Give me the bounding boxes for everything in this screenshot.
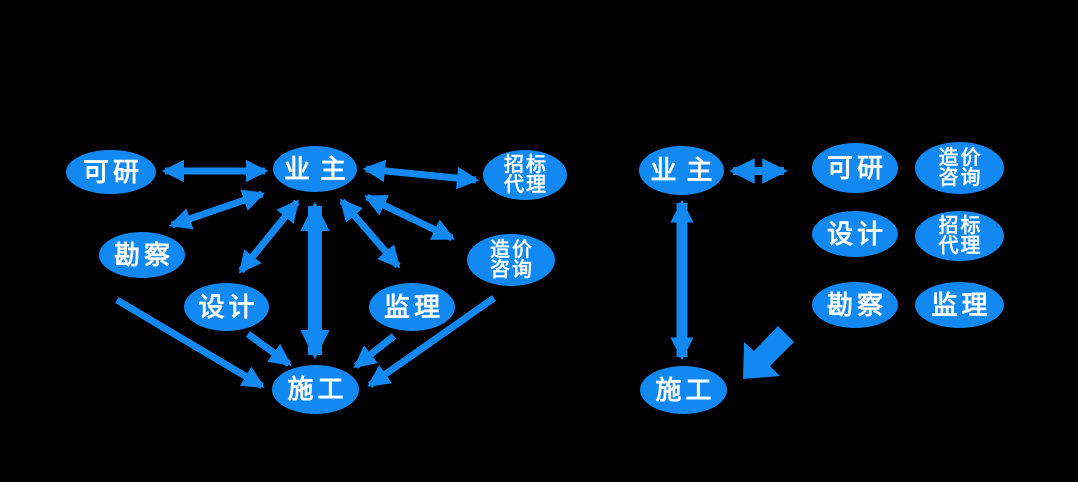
block-arrow-group-shigong: [743, 326, 794, 379]
arrow-left-sheji-shigong: [245, 331, 292, 367]
node-left-jianli: 监理: [369, 283, 455, 331]
arrow-left-jianli-shigong: [353, 333, 397, 369]
node-left-yezhu: 业主: [273, 146, 357, 192]
arrow-left-yezhu-kancha: [168, 189, 266, 230]
node-left-kancha: 勘察: [99, 232, 185, 278]
node-right-zhaobiao-daili: 招标 代理: [915, 211, 1004, 261]
arrow-left-zaojia-shigong: [367, 295, 497, 388]
arrow-left-yezhu-zhaobiao: [362, 159, 480, 190]
node-left-keyan: 可研: [66, 150, 156, 194]
node-right-sheji: 设计: [812, 211, 898, 257]
node-right-keyan: 可研: [812, 143, 898, 193]
node-right-zaojia-zixun: 造价 咨询: [915, 142, 1004, 194]
arrow-left-yezhu-sheji: [238, 199, 300, 274]
node-right-shigong: 施工: [640, 366, 727, 414]
node-left-zaojia-zixun: 造价 咨询: [467, 234, 555, 286]
node-right-yezhu: 业主: [639, 146, 724, 195]
arrow-left-kancha-shigong: [115, 296, 265, 390]
node-left-shigong: 施工: [272, 365, 359, 414]
node-left-sheji: 设计: [184, 283, 269, 331]
node-right-jianli: 监理: [915, 282, 1004, 328]
node-right-kancha: 勘察: [812, 282, 898, 328]
node-left-zhaobiao-daili: 招标 代理: [483, 150, 567, 200]
arrow-left-yezhu-zaojia: [363, 193, 456, 242]
